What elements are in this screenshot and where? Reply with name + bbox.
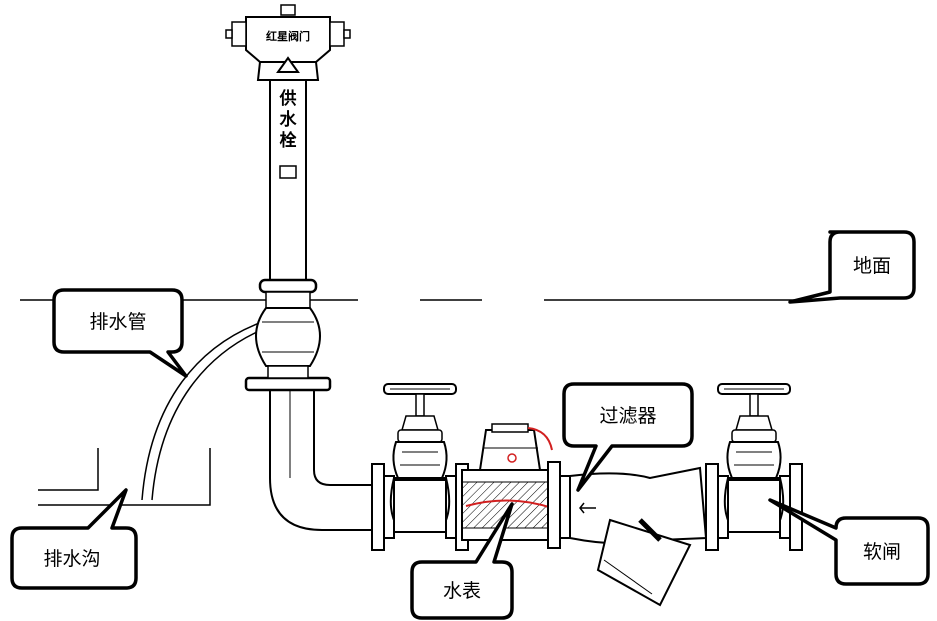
hydrant-label-char-1: 供 xyxy=(279,88,297,109)
callout-strainer-label: 过滤器 xyxy=(599,405,656,427)
hydrant: 红星阀门 供 水 栓 xyxy=(225,4,351,392)
supply-pipe xyxy=(269,390,376,531)
callout-drain-pipe: 排水管 xyxy=(52,288,188,378)
flow-arrow-icon xyxy=(579,502,596,514)
brand-logo-icon xyxy=(276,56,300,73)
gate-valve-left xyxy=(383,383,457,533)
callout-ground: 地面 xyxy=(788,230,916,304)
callout-water-meter-label: 水表 xyxy=(443,580,481,602)
drain-pipe xyxy=(141,321,267,501)
callout-water-meter: 水表 xyxy=(410,502,514,620)
callout-drain-ditch: 排水沟 xyxy=(10,488,138,590)
callout-drain-ditch-label: 排水沟 xyxy=(43,548,100,570)
callout-gate-valve-label: 软闸 xyxy=(863,541,901,563)
nameplate xyxy=(279,165,297,179)
callout-strainer: 过滤器 xyxy=(562,382,694,492)
callout-gate-valve: 软闸 xyxy=(768,498,930,586)
callout-drain-pipe-label: 排水管 xyxy=(89,311,146,333)
strainer xyxy=(559,466,708,607)
callout-ground-label: 地面 xyxy=(853,255,891,277)
drain-ditch xyxy=(38,448,211,506)
hydrant-label-char-3: 栓 xyxy=(280,130,297,151)
gate-valve-right xyxy=(717,383,791,533)
hydrant-label-char-2: 水 xyxy=(280,109,298,130)
water-meter xyxy=(461,423,561,549)
hydrant-brand: 红星阀门 xyxy=(266,29,310,43)
